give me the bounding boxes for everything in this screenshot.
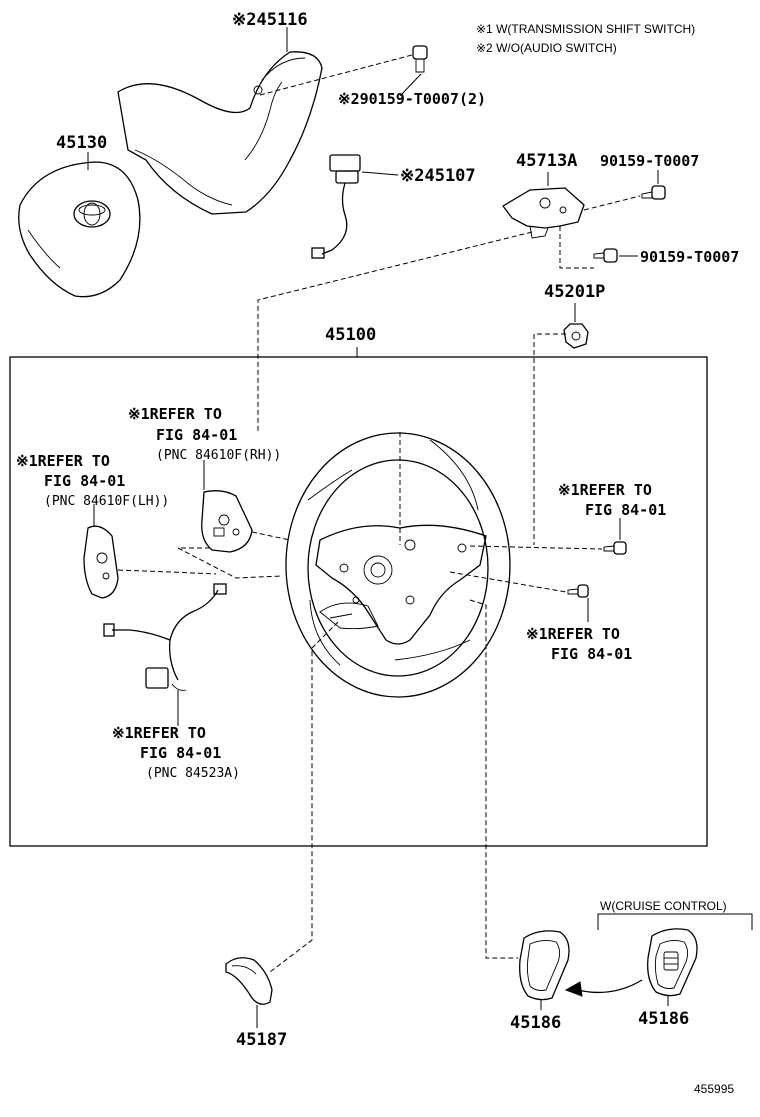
part-number-45713A: 45713A [516,151,577,171]
wire-harness-part [103,583,227,691]
leader-45107 [361,171,399,176]
dashed-leader [559,226,594,269]
cruise-control-label: W(CRUISE CONTROL) [600,899,727,913]
ref-right-lower-line1: ※1REFER TO [526,625,620,643]
leader-90159-top [399,73,422,97]
part-number-45186-right: 45186 [638,1009,689,1029]
dashed-leader [583,195,641,211]
wire-connector-part [311,154,361,259]
steering-wheel-part [285,432,511,698]
steering-switch-rh-part [201,490,253,553]
dashed-leader [533,333,566,545]
dashed-leader [449,571,567,593]
ref-rh-line2: FIG 84-01 [156,426,237,444]
dashed-leader [177,531,291,579]
part-number-45130: 45130 [56,133,107,153]
ref-right-upper-line1: ※1REFER TO [558,481,652,499]
ref-lh-line1: ※1REFER TO [16,452,110,470]
steering-switch-lh-part [83,525,119,599]
bolt-icon [603,541,627,555]
ref-rh-line3: (PNC 84610F(RH)) [156,448,281,463]
dashed-leader [257,231,533,432]
ref-lh-line2: FIG 84-01 [44,472,125,490]
dashed-leader [259,54,413,96]
ref-lh-line3: (PNC 84610F(LH)) [44,494,169,509]
ref-harness-line1: ※1REFER TO [112,724,206,742]
spoke-cover-part [519,930,570,1001]
ref-harness-line3: (PNC 84523A) [146,766,240,781]
steering-wheel-cover-part [117,51,323,215]
part-number-45186-left: 45186 [510,1013,561,1033]
bolt-icon [641,185,666,200]
part-number-45187: 45187 [236,1030,287,1050]
part-number-45201P: 45201P [544,282,605,302]
reference-note-harness: ※1REFER TO FIG 84-01 (PNC 84523A) [112,724,240,781]
assembly-frame [9,356,708,847]
bolt-icon [593,248,618,263]
bolt-icon [567,584,589,598]
airbag-pad-part [18,161,141,298]
figure-number: 455995 [694,1082,734,1096]
ref-rh-line1: ※1REFER TO [128,405,222,423]
reference-note-right-lower: ※1REFER TO FIG 84-01 [526,625,632,663]
ref-right-lower-line2: FIG 84-01 [551,645,632,663]
part-number-45107: ※245107 [400,166,476,186]
legend-note-2: ※2 W/O(AUDIO SWITCH) [476,41,617,55]
bolt-icon [412,45,428,73]
arrow-head-icon [564,981,583,997]
ref-right-upper-line2: FIG 84-01 [585,501,666,519]
part-number-90159-b: 90159-T0007 [640,248,739,266]
part-number-45116: ※245116 [232,10,308,30]
dashed-leader [269,621,339,973]
part-number-90159-top: ※290159-T0007(2) [338,90,486,108]
reference-note-right-upper: ※1REFER TO FIG 84-01 [558,481,666,519]
transmission-shift-switch-part [502,187,585,239]
replacement-arrow [577,979,643,994]
nut-icon [563,323,589,349]
part-number-45100: 45100 [325,325,376,345]
reference-note-rh: ※1REFER TO FIG 84-01 (PNC 84610F(RH)) [128,405,281,463]
dashed-leader [117,569,217,575]
cruise-bracket [597,913,753,930]
reference-note-lh: ※1REFER TO FIG 84-01 (PNC 84610F(LH)) [16,452,169,509]
part-number-90159-a: 90159-T0007 [600,152,699,170]
lower-garnish-part [225,957,273,1005]
dashed-leader [469,545,603,550]
legend-note-1: ※1 W(TRANSMISSION SHIFT SWITCH) [476,22,695,36]
spoke-cover-cruise-part [647,928,698,997]
ref-harness-line2: FIG 84-01 [140,744,221,762]
dashed-leader [469,599,518,959]
